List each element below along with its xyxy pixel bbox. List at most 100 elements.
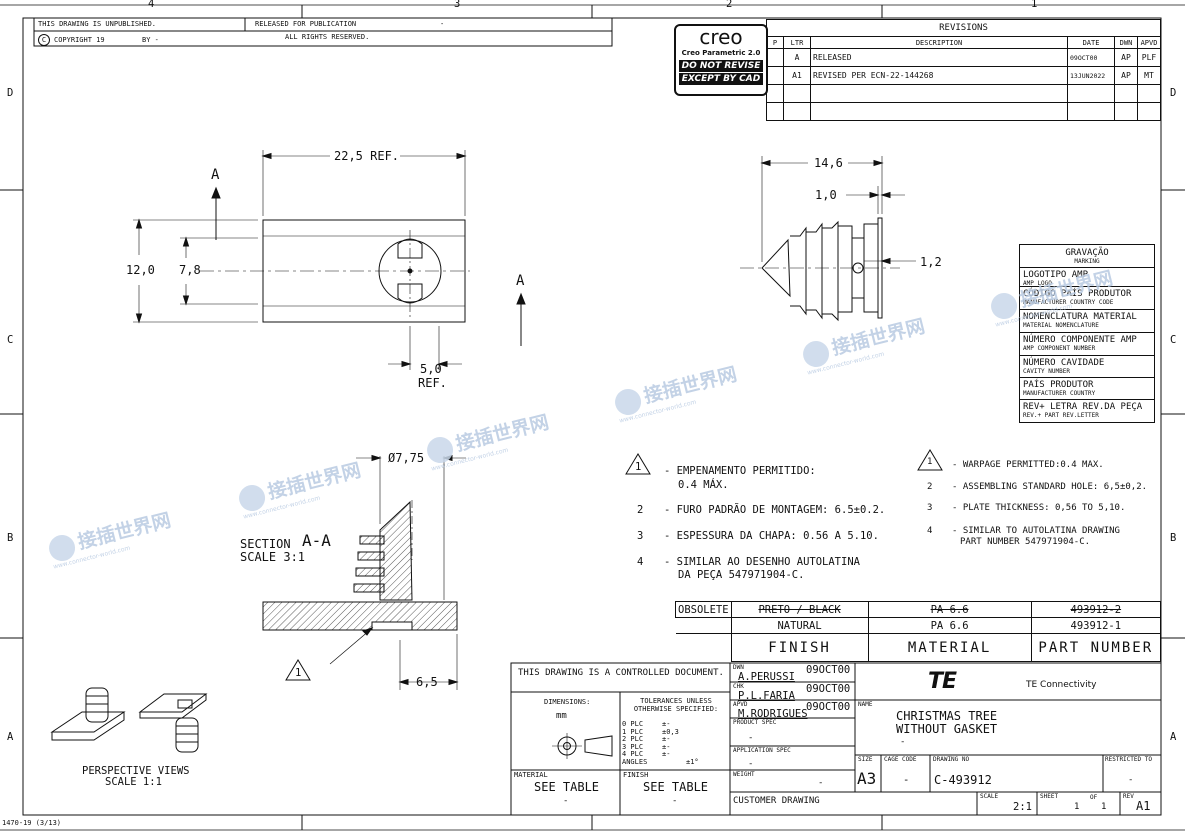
sheet-value: 1: [1074, 802, 1080, 812]
finish-label: FINISH: [623, 771, 649, 779]
dim-6-5: 6,5: [416, 675, 438, 689]
marking-item: CÓDIGO PAÍS PRODUTOR MANUFACTURER COUNTR…: [1020, 287, 1154, 310]
finish-table: OBSOLETE PRETO / BLACK PA 6.6 493912-2 N…: [675, 601, 1162, 662]
note-en-line: - PLATE THICKNESS: 0,56 TO 5,10.: [952, 503, 1126, 513]
marking-item-main: NÚMERO COMPONENTE AMP: [1023, 335, 1137, 345]
drawing-no-label: DRAWING NO: [933, 756, 970, 763]
top-view: [133, 150, 526, 370]
dimensions-unit: mm: [556, 711, 567, 721]
note-pt-num: 3: [637, 530, 644, 542]
marking-item-main: LOGOTIPO AMP: [1023, 270, 1089, 280]
marking-item-main: NÚMERO CAVIDADE: [1023, 358, 1105, 368]
weight-label: WEIGHT: [733, 771, 755, 778]
marking-item-sub: MANUFACTURER COUNTRY CODE: [1023, 299, 1114, 306]
marking-item-sub: CAVITY NUMBER: [1023, 368, 1070, 375]
marking-item-main: PAÍS PRODUTOR: [1023, 380, 1094, 390]
dim-5-0: 5,0: [420, 362, 442, 376]
section-arrow-a-right: A: [516, 273, 525, 289]
note-en-line: - SIMILAR TO AUTOLATINA DRAWING: [952, 526, 1120, 536]
tolerance-list: 0 PLC±- 1 PLC±0,3 2 PLC±- 3 PLC±- 4 PLC±…: [622, 720, 699, 766]
note-pt-line2: DA PEÇA 547971904-C.: [678, 569, 805, 581]
dim-22-5-ref: 22,5 REF.: [334, 149, 400, 163]
tol-value: ±-: [662, 735, 671, 743]
rev-value: A1: [1136, 799, 1151, 813]
tol-label: 1 PLC: [622, 727, 644, 736]
chk-label: CHK: [733, 683, 744, 690]
dwn-label: DWN: [733, 664, 744, 671]
name-label: NAME: [858, 701, 873, 708]
note-en-line: - WARPAGE PERMITTED:0.4 MAX.: [952, 460, 1104, 470]
note-pt-num: 2: [637, 504, 644, 516]
sheet-label: SHEET: [1040, 793, 1059, 800]
copyright-by: BY -: [142, 36, 159, 44]
tol-label: 0 PLC: [622, 720, 644, 728]
section-name: A-A: [302, 531, 331, 550]
tol-value: ±1°: [686, 757, 699, 766]
apvd-label: APVD: [733, 701, 748, 708]
product-spec-value: -: [748, 733, 754, 743]
scale-label: SCALE: [980, 793, 999, 800]
section-scale: SCALE 3:1: [240, 550, 306, 564]
zone-column-3: 3: [454, 0, 461, 10]
restricted-value: -: [1128, 775, 1134, 785]
zone-column-1: 1: [1031, 0, 1038, 10]
application-spec-label: APPLICATION SPEC: [733, 747, 791, 754]
copyright-text: COPYRIGHT 19: [54, 36, 105, 44]
perspective-views: [50, 687, 208, 753]
dim-5-0-ref: REF.: [418, 376, 447, 390]
scale-value: 2:1: [1013, 801, 1032, 813]
finish-header-row: FINISH MATERIAL PART NUMBER: [675, 633, 1162, 662]
obsolete-label: OBSOLETE: [675, 601, 732, 618]
zone-column-4: 4: [148, 0, 155, 10]
finish-value: SEE TABLE: [643, 780, 709, 794]
copyright-icon: C: [38, 34, 50, 46]
finish-header: FINISH: [730, 633, 869, 662]
revisions-table: REVISIONS P LTR DESCRIPTION DATE DWN APV…: [766, 19, 1161, 121]
marking-item: NOMENCLATURA MATERIAL MATERIAL NOMENCLAT…: [1020, 310, 1154, 333]
creo-do-not-revise: DO NOT REVISE: [679, 60, 763, 72]
marking-item: NÚMERO CAVIDADE CAVITY NUMBER: [1020, 356, 1154, 378]
marking-subtitle: MARKING: [1074, 258, 1100, 265]
creo-product: Creo Parametric 2.0: [681, 49, 761, 57]
side-view: [740, 156, 916, 322]
application-spec-value: -: [748, 759, 754, 769]
zone-row-b: B: [7, 532, 14, 544]
note-pt-line: - ESPESSURA DA CHAPA: 0.56 A 5.10.: [664, 530, 879, 542]
restricted-label: RESTRICTED TO: [1105, 756, 1152, 763]
tolerances-label: TOLERANCES UNLESS OTHERWISE SPECIFIED:: [633, 697, 719, 713]
material-label: MATERIAL: [514, 771, 548, 779]
rev-label: REV: [1123, 793, 1134, 800]
controlled-document: THIS DRAWING IS A CONTROLLED DOCUMENT.: [518, 668, 724, 678]
chk-name: P.L.FARIA: [738, 690, 795, 702]
perspective-scale: SCALE 1:1: [105, 776, 162, 788]
name-line1: CHRISTMAS TREE: [896, 709, 998, 723]
marking-item: NÚMERO COMPONENTE AMP AMP COMPONENT NUMB…: [1020, 333, 1154, 356]
form-number: 1470-19 (3/13): [2, 819, 62, 827]
dwn-name: A.PERUSSI: [738, 671, 795, 683]
material-cell: PA 6.6: [867, 617, 1032, 634]
dim-1-0: 1,0: [815, 188, 837, 202]
tol-label: 3 PLC: [622, 742, 644, 751]
note-flags: [625, 449, 943, 475]
cage-code-label: CAGE CODE: [884, 756, 917, 763]
marking-item-sub: REV.+ PART REV.LETTER: [1023, 412, 1099, 419]
sheet-of: OF: [1090, 794, 1098, 801]
marking-item: PAÍS PRODUTOR MANUFACTURER COUNTRY: [1020, 378, 1154, 400]
zone-row-a-right: A: [1170, 731, 1177, 743]
note-pt-num: 1: [635, 461, 642, 473]
marking-item-main: CÓDIGO PAÍS PRODUTOR: [1023, 289, 1132, 299]
creo-except-by-cad: EXCEPT BY CAD: [679, 73, 763, 85]
dim-diameter-7-75: Ø7,75: [388, 451, 425, 465]
finish-dash: -: [672, 796, 678, 806]
note-pt-line2: 0.4 MÁX.: [678, 479, 729, 491]
zone-row-c-right: C: [1170, 334, 1177, 346]
marking-item-sub: MANUFACTURER COUNTRY: [1023, 390, 1096, 397]
tol-label: 4 PLC: [622, 750, 644, 758]
tol-value: ±-: [662, 720, 671, 728]
creo-stamp: creo Creo Parametric 2.0 DO NOT REVISE E…: [674, 24, 768, 96]
material-dash: -: [563, 796, 569, 806]
tol-value: ±-: [662, 750, 671, 758]
note-en-num: 3: [927, 503, 933, 513]
